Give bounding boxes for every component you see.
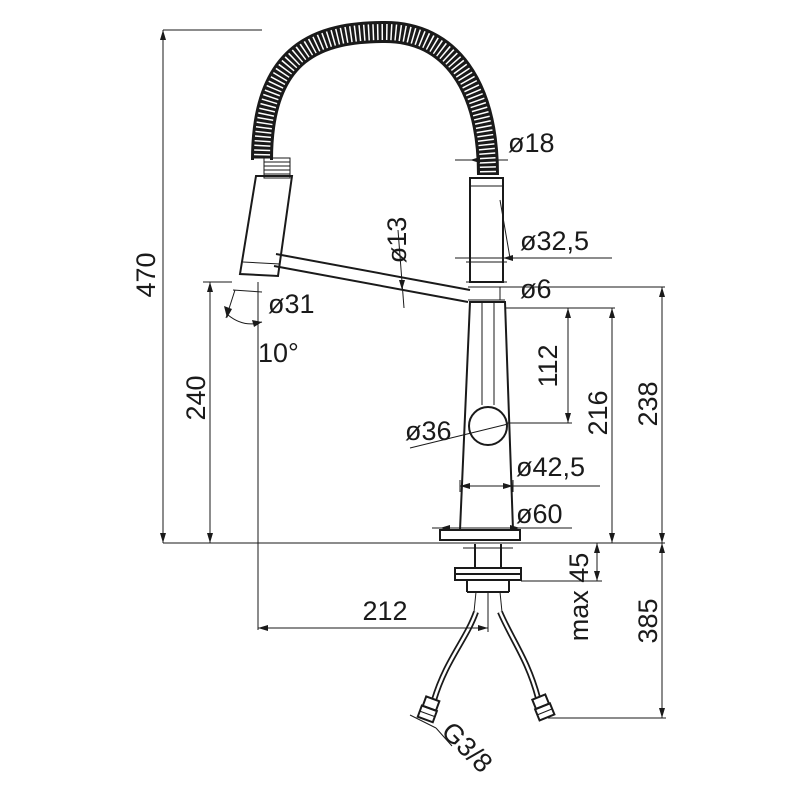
label-spout-height: 240 — [181, 375, 211, 420]
label-tube-diameter: ø13 — [382, 217, 412, 264]
base-flange — [439, 529, 521, 541]
label-rod-diameter: ø6 — [520, 274, 552, 304]
label-thread: G3/8 — [436, 716, 499, 779]
spout-tube-top — [275, 253, 471, 291]
label-tilt-angle: 10° — [258, 338, 299, 368]
spray-head — [238, 175, 294, 278]
label-spray-head-diameter: ø31 — [268, 289, 315, 319]
label-reach: 212 — [362, 596, 407, 626]
spout-tube-bottom — [273, 265, 469, 303]
label-body-238: 238 — [633, 381, 663, 426]
lever-slot — [481, 302, 495, 405]
supply-hose-left-inner — [432, 611, 478, 701]
label-lever-height: 112 — [533, 344, 563, 387]
arrowheads — [160, 30, 665, 718]
label-knob-diameter: ø36 — [405, 416, 452, 446]
flexible-hose — [251, 20, 499, 176]
label-hose-length: 385 — [633, 598, 663, 643]
dimension-lines — [162, 29, 666, 747]
dimension-labels: 470 240 ø18 ø32,5 ø13 ø6 ø31 10° 112 216… — [131, 128, 663, 779]
label-head-diameter: ø32,5 — [520, 226, 589, 256]
fitting-right — [530, 693, 556, 722]
mixer-knob — [468, 406, 508, 446]
label-body-216: 216 — [583, 390, 613, 435]
faucet-outline — [238, 20, 556, 724]
label-base-diameter: ø60 — [516, 499, 563, 529]
label-hose-diameter: ø18 — [508, 128, 555, 158]
label-max-deck: max 45 — [564, 553, 594, 642]
label-total-height: 470 — [131, 252, 161, 297]
fitting-left — [416, 695, 441, 724]
label-body-diameter: ø42,5 — [516, 452, 585, 482]
supply-hose-right-inner — [498, 611, 540, 699]
upper-body — [469, 177, 504, 283]
